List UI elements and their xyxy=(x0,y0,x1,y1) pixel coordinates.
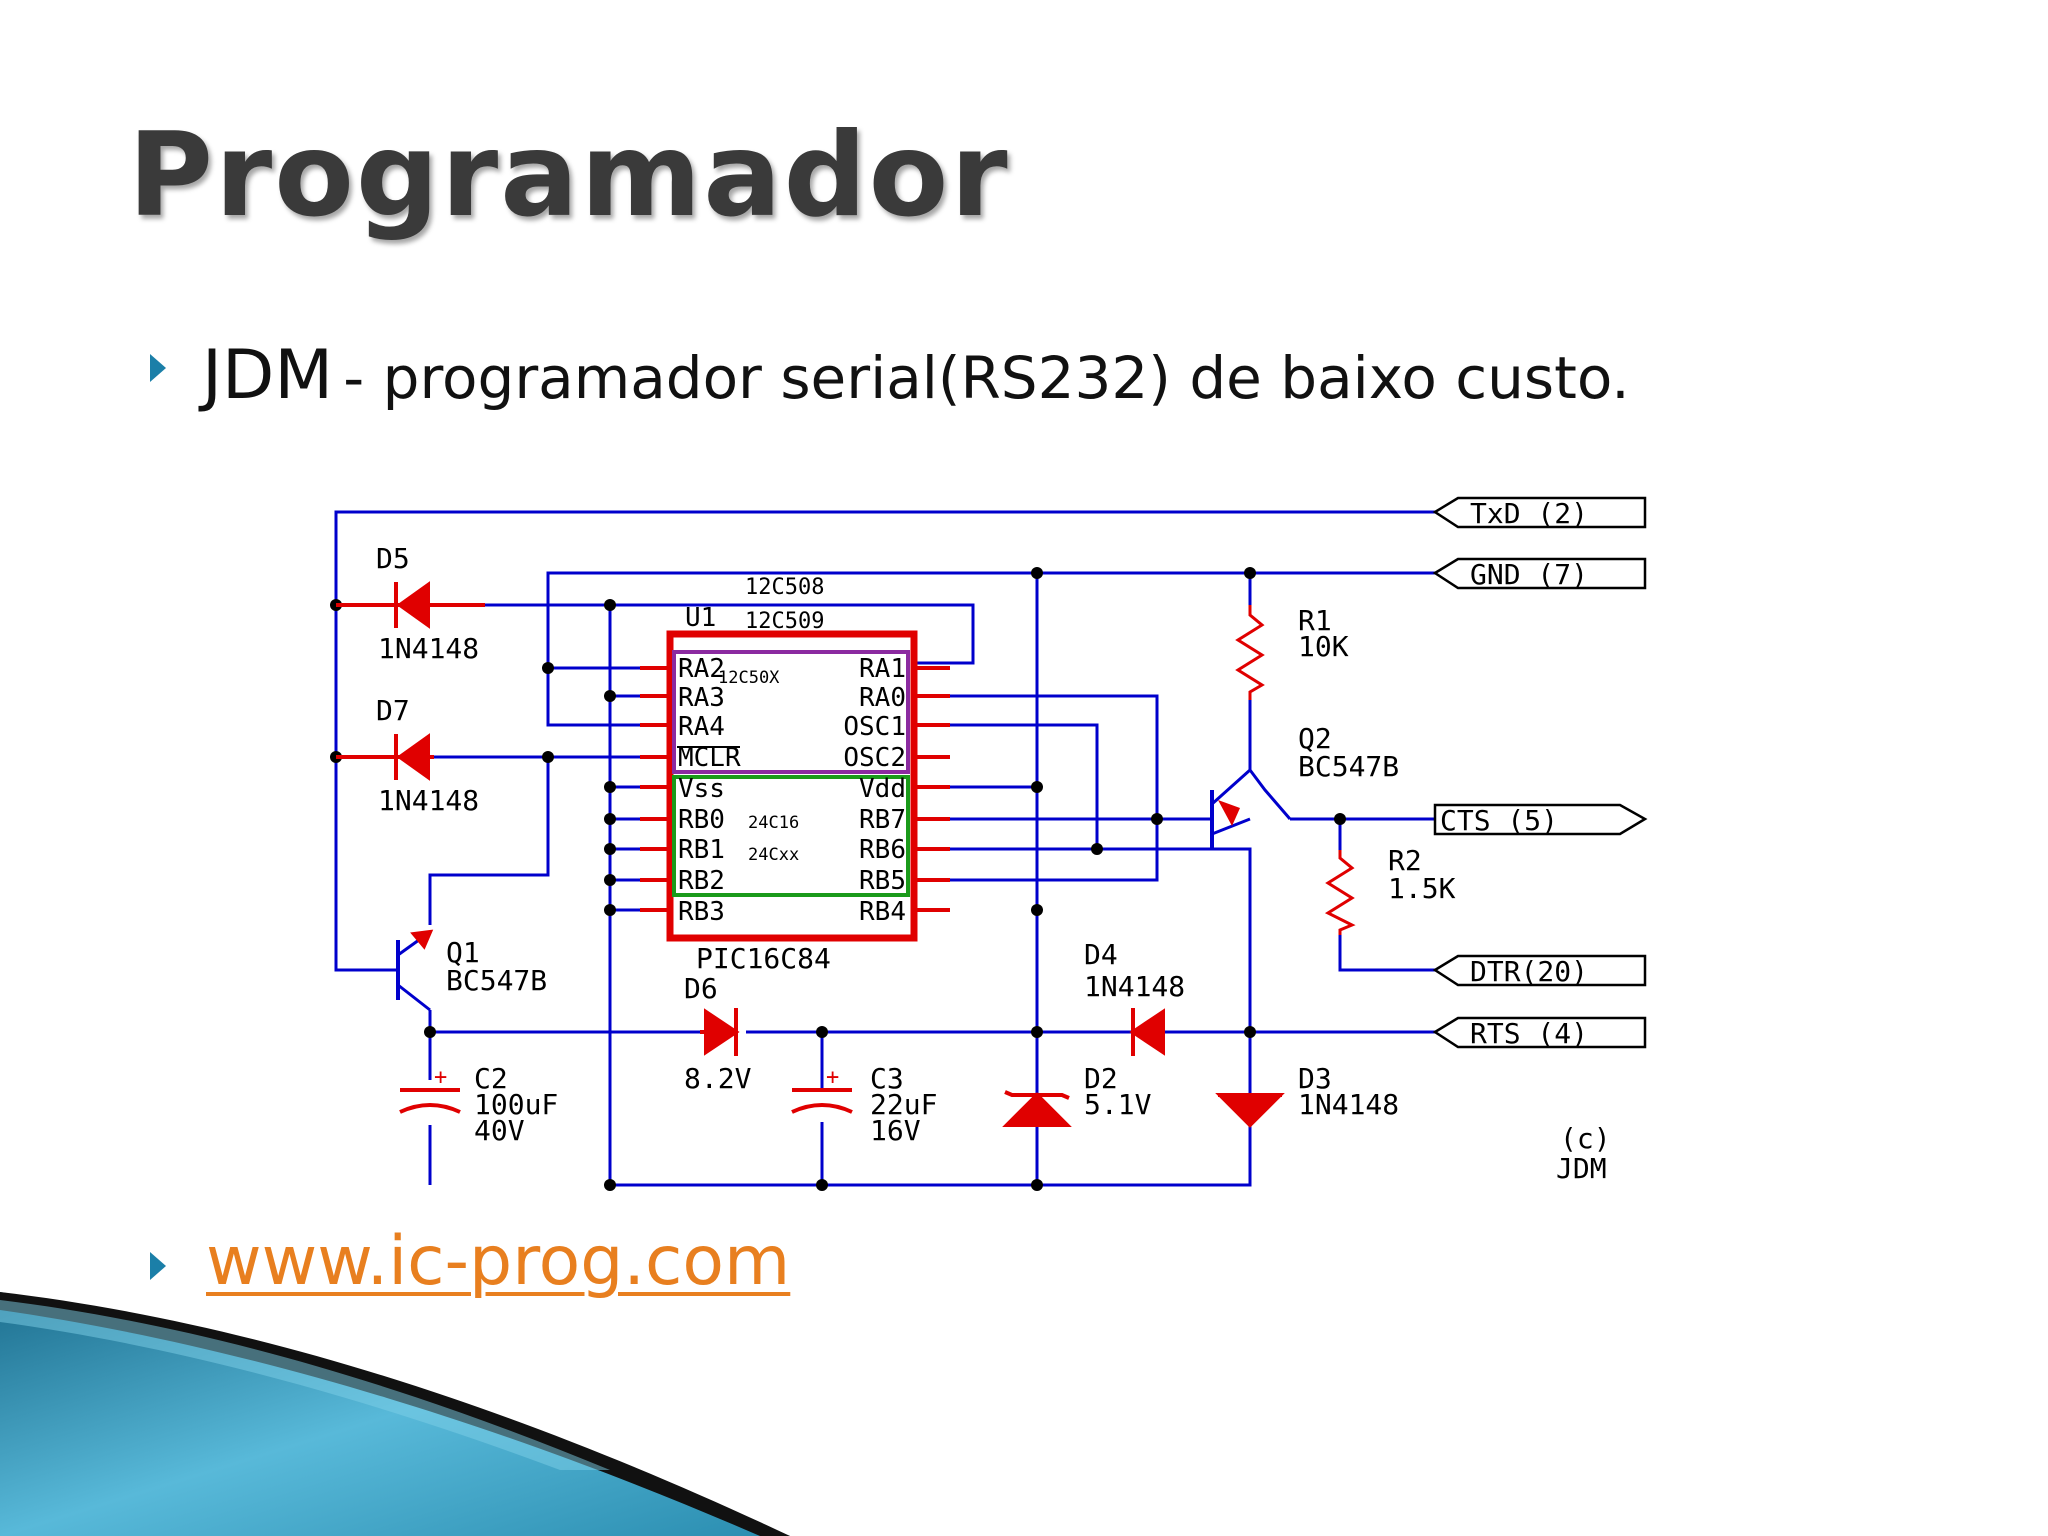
ic-12c50x-box xyxy=(672,650,910,774)
connector-gnd: GND (7) xyxy=(1470,558,1588,591)
ic-pin-right: RB4 xyxy=(859,897,906,927)
d4-ref: D4 xyxy=(1084,938,1118,971)
diode-d3-icon xyxy=(1215,1093,1285,1128)
ic-label-24cxx: 24Cxx xyxy=(748,845,799,865)
ic-pin-left: RA4 xyxy=(678,712,725,742)
c3-v2: 16V xyxy=(870,1114,921,1147)
connector-txd: TxD (2) xyxy=(1470,497,1588,530)
c3-ref: C3 xyxy=(870,1062,904,1095)
ic-pin-right: OSC1 xyxy=(843,712,906,742)
ic-pin-left: RB3 xyxy=(678,897,725,927)
capacitor-c2-icon: + xyxy=(399,1065,461,1114)
c2-v1: 100uF xyxy=(474,1088,558,1121)
ic-pin-left: Vss xyxy=(678,774,725,804)
r1-ref: R1 xyxy=(1298,604,1332,637)
ic-label-12c50x: 12C50X xyxy=(718,668,780,688)
connector-dtr: DTR(20) xyxy=(1470,955,1588,988)
d3-value: 1N4148 xyxy=(1298,1088,1399,1121)
ic-pin-left: RA3 xyxy=(678,683,725,713)
ic-name: PIC16C84 xyxy=(696,942,831,975)
svg-text:+: + xyxy=(434,1065,447,1090)
ic-pin-right: RB6 xyxy=(859,835,906,865)
d3-ref: D3 xyxy=(1298,1062,1332,1095)
bullet-arrow-icon xyxy=(150,1252,166,1280)
r1-value: 10K xyxy=(1298,630,1349,663)
ic-pin-left: MCLR xyxy=(678,743,741,773)
transistor-q1-icon xyxy=(336,929,434,1012)
c2-ref: C2 xyxy=(474,1062,508,1095)
d7-ref: D7 xyxy=(376,694,410,727)
ic-pin-right: OSC2 xyxy=(843,743,906,773)
q1-ref: Q1 xyxy=(446,936,480,969)
svg-text:+: + xyxy=(826,1065,839,1090)
c2-v2: 40V xyxy=(474,1114,525,1147)
components: + + xyxy=(336,581,1292,1128)
ic-pin-left: RB0 xyxy=(678,805,725,835)
resistor-r1-icon xyxy=(1235,605,1265,700)
d7-value: 1N4148 xyxy=(378,784,479,817)
ic-24cxx-box xyxy=(672,775,910,897)
ic-u1: U1 xyxy=(685,603,716,633)
d6-value: 8.2V xyxy=(684,1062,752,1095)
ic-pin-left: RB2 xyxy=(678,866,725,896)
connector-rts: RTS (4) xyxy=(1470,1017,1588,1050)
component-labels: 12C508 U1 12C509 PIC16C84 D5 1N4148 D7 1… xyxy=(376,542,1611,1185)
capacitor-c3-icon: + xyxy=(791,1065,853,1114)
c3-v1: 22uF xyxy=(870,1088,937,1121)
bullet-head: JDM xyxy=(202,336,334,415)
r2-value: 1.5K xyxy=(1388,872,1456,905)
slide-title: Programador xyxy=(128,108,1010,243)
ic-top2: 12C509 xyxy=(745,609,824,634)
d5-ref: D5 xyxy=(376,542,410,575)
q1-value: BC547B xyxy=(446,964,547,997)
ic-pin-right: RB7 xyxy=(859,805,906,835)
d4-value: 1N4148 xyxy=(1084,970,1185,1003)
resistors xyxy=(1235,605,1356,935)
connectors xyxy=(1432,496,1648,1049)
credit-c: (c) xyxy=(1560,1122,1611,1155)
ic-pin-right: RB5 xyxy=(859,866,906,896)
bullet-text: JDM - programador serial(RS232) de baixo… xyxy=(202,336,1630,415)
junction-dots xyxy=(330,567,1346,1191)
ic-outline xyxy=(666,630,918,942)
wires xyxy=(334,510,1435,1187)
d2-value: 5.1V xyxy=(1084,1088,1152,1121)
q2-value: BC547B xyxy=(1298,750,1399,783)
ic-pin-right: RA1 xyxy=(859,654,906,684)
ic-pin-left: RB1 xyxy=(678,835,725,865)
diode-d5-icon xyxy=(396,581,430,629)
diode-d7-icon xyxy=(396,733,430,781)
credit-jdm: JDM xyxy=(1556,1152,1607,1185)
d2-ref: D2 xyxy=(1084,1062,1118,1095)
bullet-arrow-icon xyxy=(150,354,166,382)
bullet-rest: - programador serial(RS232) de baixo cus… xyxy=(343,344,1630,412)
d5-value: 1N4148 xyxy=(378,632,479,665)
ic-pin-left: RA2 xyxy=(678,654,725,684)
q2-ref: Q2 xyxy=(1298,722,1332,755)
connector-cts: CTS (5) xyxy=(1440,804,1558,837)
transistor-q2-icon xyxy=(1210,768,1292,848)
ic-prog-link[interactable]: www.ic-prog.com xyxy=(206,1222,791,1301)
ic-pin-right: RA0 xyxy=(859,683,906,713)
r2-ref: R2 xyxy=(1388,844,1422,877)
zener-d2-icon xyxy=(1002,1092,1072,1127)
ic-pin-right: Vdd xyxy=(859,774,906,804)
ic-label-24c16: 24C16 xyxy=(748,813,799,833)
d6-ref: D6 xyxy=(684,972,718,1005)
resistor-r2-icon xyxy=(1324,850,1356,935)
ic-top1: 12C508 xyxy=(745,575,824,600)
